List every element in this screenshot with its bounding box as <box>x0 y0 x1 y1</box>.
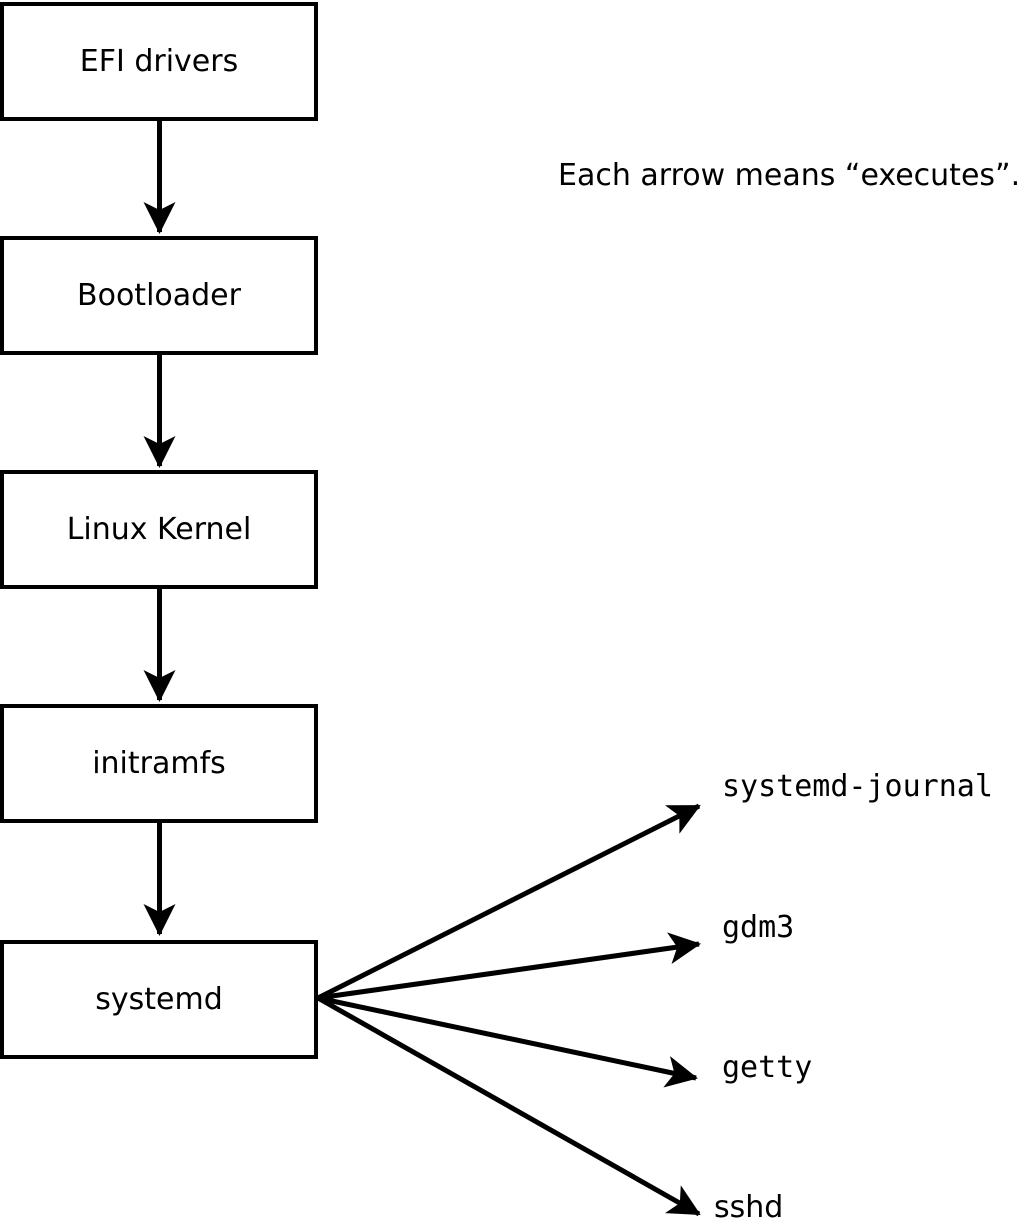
box-systemd-label: systemd <box>95 981 223 1017</box>
box-efi-drivers-label: EFI drivers <box>79 43 239 79</box>
box-systemd: systemd <box>0 940 318 1059</box>
process-label-systemd-journal: systemd-journal <box>722 769 993 804</box>
box-efi-drivers: EFI drivers <box>0 2 318 121</box>
process-label-sshd: sshd <box>714 1190 784 1225</box>
box-bootloader-label: Bootloader <box>77 277 241 313</box>
arrow-systemd-to-journal <box>316 803 701 1001</box>
box-linux-kernel: Linux Kernel <box>0 470 318 589</box>
box-initramfs-label: initramfs <box>92 745 226 781</box>
arrow-systemd-to-sshd <box>316 995 701 1217</box>
arrow-systemd-to-gdm3 <box>317 932 701 1001</box>
arrow-meaning-note: Each arrow means “executes”. <box>558 158 1021 193</box>
process-label-gdm3: gdm3 <box>722 910 795 945</box>
box-initramfs: initramfs <box>0 704 318 823</box>
box-bootloader: Bootloader <box>0 236 318 355</box>
process-label-getty: getty <box>722 1050 813 1085</box>
box-linux-kernel-label: Linux Kernel <box>66 511 252 547</box>
arrow-systemd-to-getty <box>317 995 698 1088</box>
